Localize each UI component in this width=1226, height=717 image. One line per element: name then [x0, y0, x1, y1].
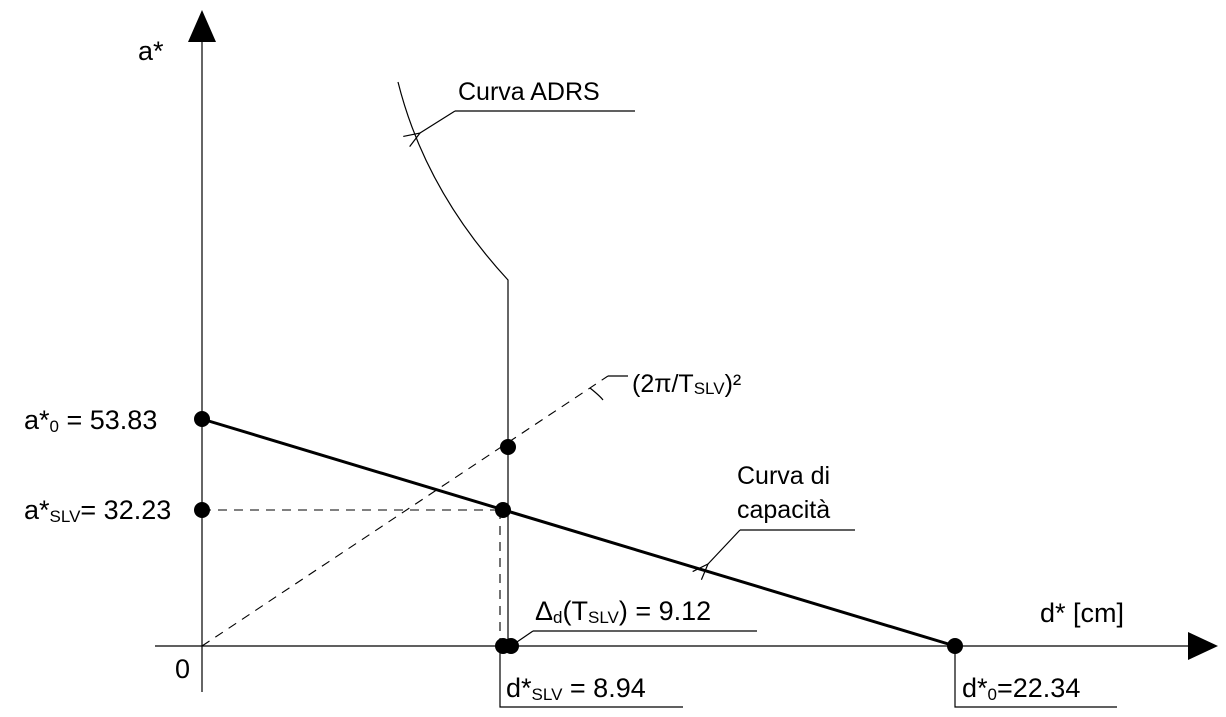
period-slope-line	[201, 375, 609, 647]
y-axis-arrowhead	[188, 10, 216, 42]
adrs-leader-arrow	[420, 110, 456, 133]
capacity-leader-arrow	[708, 529, 741, 564]
capacity-curve	[201, 417, 956, 648]
d0-bracket	[954, 650, 1117, 708]
capacity-label-line2: capacità	[737, 496, 830, 524]
capacity-label-line1: Curva di	[737, 462, 830, 490]
performance-point	[495, 502, 511, 518]
adrs-intersection-point	[500, 439, 516, 455]
delta-d-leader-tick	[513, 630, 534, 645]
a0-point	[194, 411, 210, 427]
delta-d-point	[503, 638, 519, 654]
adrs-label: Curva ADRS	[458, 78, 600, 106]
a0-label: a*0 = 53.83	[24, 405, 157, 436]
slope-label: (2π/TSLV)²	[632, 370, 741, 398]
a-slv-point	[194, 502, 210, 518]
d0-label: d*0=22.34	[962, 673, 1080, 704]
d-slv-label: d*SLV = 8.94	[506, 673, 646, 704]
a-slv-label: a*SLV= 32.23	[24, 495, 171, 526]
adrs-curve	[397, 81, 509, 646]
slope-angle-arc	[589, 387, 604, 401]
origin-label: 0	[175, 654, 190, 684]
d0-point	[947, 638, 963, 654]
x-axis-label: d* [cm]	[1040, 598, 1124, 628]
d-slv-bracket	[499, 650, 683, 708]
delta-d-label: Δd(TSLV) = 9.12	[535, 596, 711, 627]
y-axis-label: a*	[138, 36, 164, 66]
x-axis-arrowhead	[1188, 632, 1218, 660]
